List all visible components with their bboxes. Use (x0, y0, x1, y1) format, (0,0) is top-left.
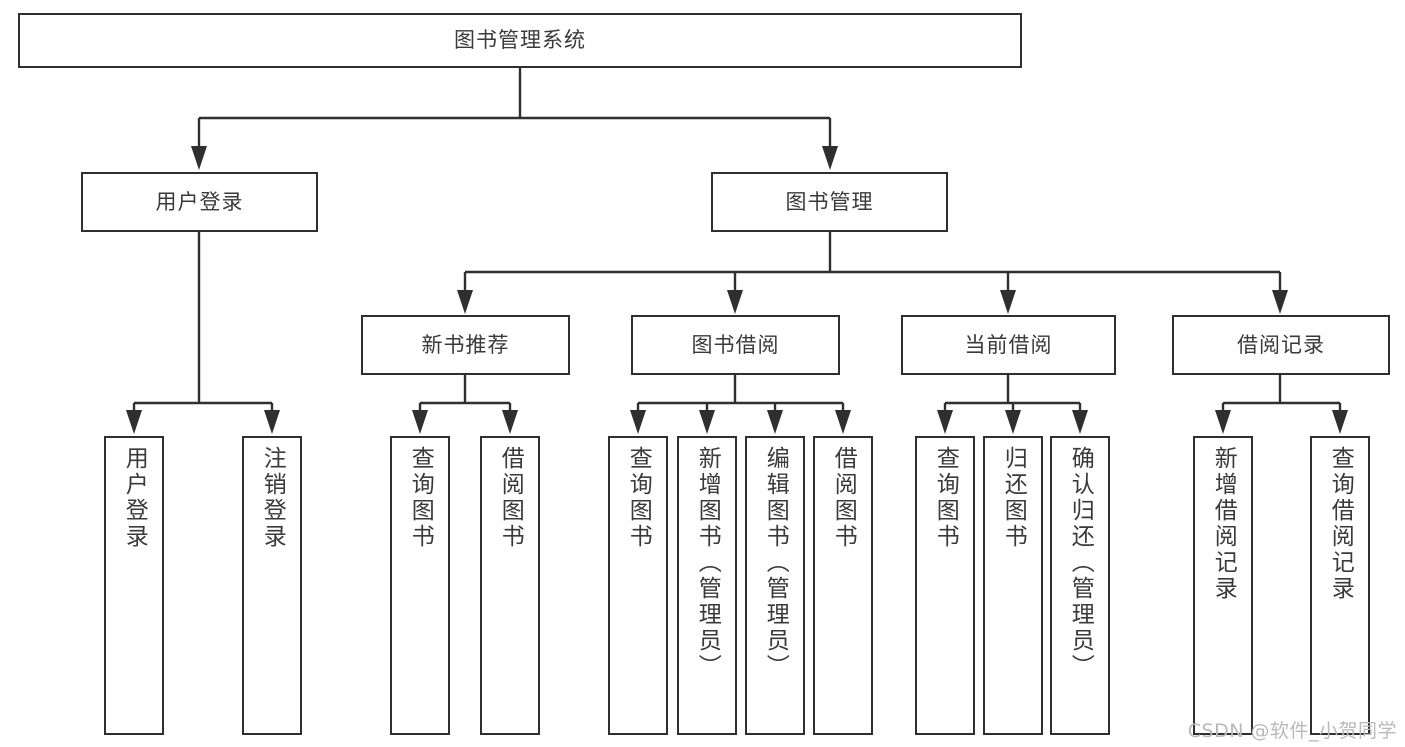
arrowhead-bookborrow-leaf4 (835, 410, 851, 434)
arrowhead-bookborrow-leaf3 (767, 410, 783, 434)
node-current-borrow[interactable]: 当前借阅 (901, 315, 1116, 375)
arrowhead-currentborrow-leaf2 (1005, 410, 1021, 434)
node-root-system[interactable]: 图书管理系统 (18, 13, 1022, 68)
leaf-new-book-query[interactable]: 查询图书 (390, 436, 450, 735)
leaf-book-borrow-query[interactable]: 查询图书 (608, 436, 668, 735)
leaf-book-borrow-add[interactable]: 新增图书（管理员） (677, 436, 737, 735)
leaf-current-borrow-confirm-return[interactable]: 确认归还（管理员） (1050, 436, 1110, 735)
arrowhead-userlogin-leaf2 (264, 410, 280, 434)
leaf-borrow-record-query[interactable]: 查询借阅记录 (1310, 436, 1370, 735)
node-book-management[interactable]: 图书管理 (711, 172, 948, 232)
arrowhead-borrowrecord-leaf2 (1332, 410, 1348, 434)
leaf-user-login-signout[interactable]: 注销登录 (242, 436, 302, 735)
leaf-label: 借阅图书 (830, 446, 857, 550)
node-label: 图书管理 (785, 189, 874, 214)
leaf-label: 新增借阅记录 (1210, 446, 1237, 602)
arrowhead-newbook (457, 290, 473, 314)
arrowhead-userlogin (191, 146, 207, 170)
leaf-label: 归还图书 (1000, 446, 1027, 550)
leaf-borrow-record-add[interactable]: 新增借阅记录 (1193, 436, 1253, 735)
leaf-label: 查询图书 (932, 446, 959, 550)
leaf-label: 编辑图书（管理员） (762, 446, 789, 680)
leaf-label: 查询借阅记录 (1327, 446, 1354, 602)
arrowhead-newbook-leaf2 (502, 410, 518, 434)
node-label: 用户登录 (155, 189, 244, 214)
watermark-text: CSDN @软件_小贺同学 (1187, 720, 1397, 742)
node-label: 当前借阅 (964, 332, 1053, 357)
arrowhead-bookborrow (727, 290, 743, 314)
node-label: 图书借阅 (691, 332, 780, 357)
node-user-login[interactable]: 用户登录 (81, 172, 318, 232)
leaf-book-borrow-borrow[interactable]: 借阅图书 (813, 436, 873, 735)
arrowhead-userlogin-leaf1 (126, 410, 142, 434)
leaf-label: 新增图书（管理员） (694, 446, 721, 680)
arrowhead-borrowrecord-leaf1 (1215, 410, 1231, 434)
leaf-current-borrow-return[interactable]: 归还图书 (983, 436, 1043, 735)
arrowhead-bookborrow-leaf1 (630, 410, 646, 434)
node-label: 图书管理系统 (454, 28, 586, 53)
arrowhead-currentborrow-leaf3 (1072, 410, 1088, 434)
leaf-label: 用户登录 (121, 446, 148, 550)
leaf-label: 查询图书 (407, 446, 434, 550)
arrowhead-borrowrecord (1272, 290, 1288, 314)
leaf-label: 借阅图书 (497, 446, 524, 550)
node-new-book-recommend[interactable]: 新书推荐 (361, 315, 570, 375)
arrowhead-bookborrow-leaf2 (699, 410, 715, 434)
leaf-new-book-borrow[interactable]: 借阅图书 (480, 436, 540, 735)
arrowhead-bookmgmt (822, 146, 838, 170)
node-borrow-record[interactable]: 借阅记录 (1172, 315, 1390, 375)
leaf-book-borrow-edit[interactable]: 编辑图书（管理员） (745, 436, 805, 735)
arrowhead-currentborrow (1000, 290, 1016, 314)
arrowhead-currentborrow-leaf1 (937, 410, 953, 434)
node-book-borrow[interactable]: 图书借阅 (631, 315, 840, 375)
leaf-user-login-signin[interactable]: 用户登录 (104, 436, 164, 735)
leaf-label: 确认归还（管理员） (1067, 446, 1094, 680)
node-label: 新书推荐 (421, 332, 510, 357)
leaf-current-borrow-query[interactable]: 查询图书 (915, 436, 975, 735)
node-label: 借阅记录 (1237, 332, 1325, 357)
leaf-label: 注销登录 (259, 446, 286, 550)
leaf-label: 查询图书 (625, 446, 652, 550)
arrowhead-newbook-leaf1 (412, 410, 428, 434)
